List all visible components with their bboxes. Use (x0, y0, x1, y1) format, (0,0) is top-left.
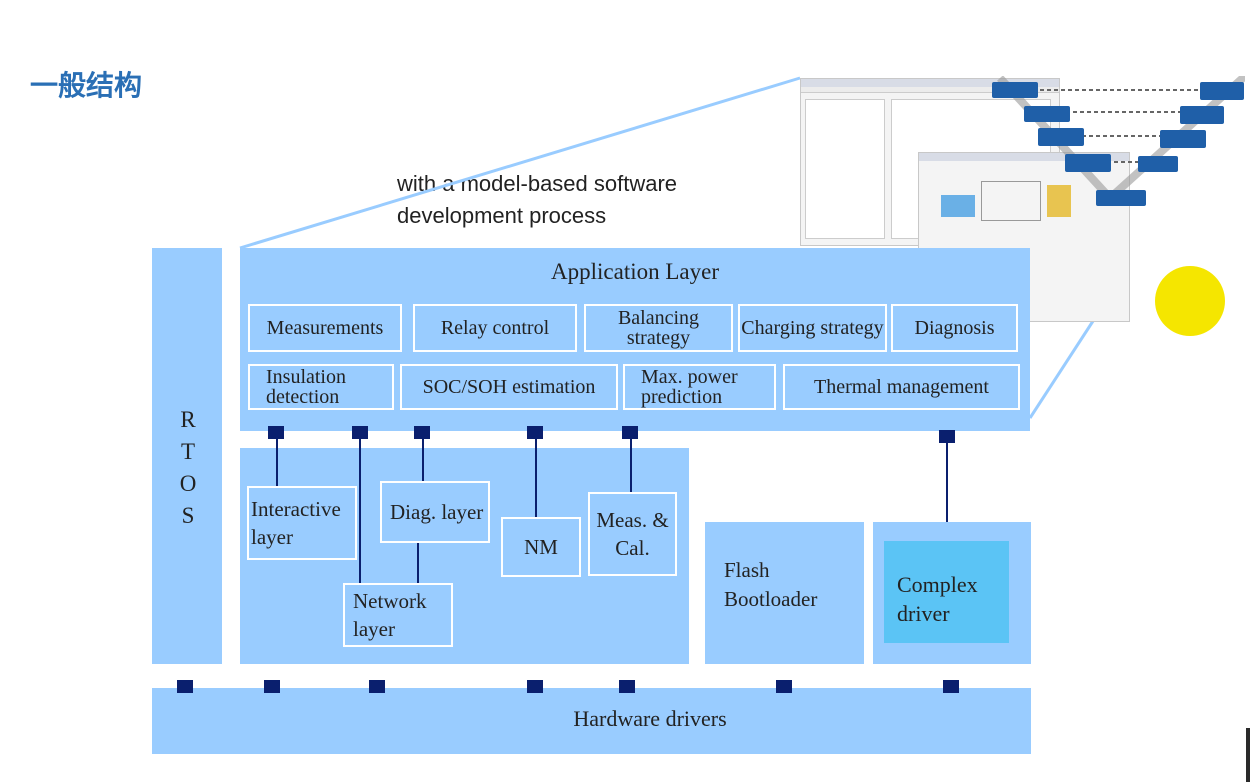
diag-layer: Diag. layer (380, 481, 490, 543)
app-relay-control: Relay control (413, 304, 577, 352)
rtos-block (152, 248, 222, 664)
hardware-drivers-block (152, 688, 1031, 754)
port-connector (527, 680, 543, 693)
cursor-highlight (1155, 266, 1225, 336)
v-step-source-code (1096, 190, 1146, 206)
caption-line-1: with a model-based software (397, 171, 678, 196)
connector-line (630, 438, 632, 492)
caption-line-2: development process (397, 203, 607, 228)
connector-line (276, 438, 278, 486)
hardware-drivers-label: Hardware drivers (573, 706, 727, 731)
port-connector (939, 430, 955, 443)
connector-line (359, 438, 361, 584)
v-step-acceptance (1200, 82, 1244, 100)
slide-title: 一般结构 (30, 69, 143, 102)
application-layer-title: Application Layer (551, 259, 719, 284)
connector-line (946, 442, 948, 522)
interactive-layer: Interactive layer (247, 486, 357, 560)
app-diagnosis: Diagnosis (891, 304, 1018, 352)
app-measurements: Measurements (248, 304, 402, 352)
process-caption: with a model-based software development … (397, 168, 677, 232)
port-connector (527, 426, 543, 439)
v-step-system-testing (1180, 106, 1224, 124)
flash-bootloader-block (705, 522, 864, 664)
port-connector (177, 680, 193, 693)
connector-line (422, 438, 424, 482)
v-step-unit-testing (1138, 156, 1178, 172)
network-layer: Network layer (343, 583, 453, 647)
app-max-power-prediction: Max. power prediction (623, 364, 776, 410)
port-connector (352, 426, 368, 439)
port-connector (622, 426, 638, 439)
port-connector (414, 426, 430, 439)
port-connector (268, 426, 284, 439)
meas-cal-module: Meas. & Cal. (588, 492, 677, 576)
app-charging-strategy: Charging strategy (738, 304, 887, 352)
v-step-requirements (992, 82, 1038, 98)
flash-bootloader-label: Flash Bootloader (724, 558, 818, 611)
app-soc-soh-estimation: SOC/SOH estimation (400, 364, 618, 410)
window-edge (1246, 728, 1250, 782)
connector-line (535, 438, 537, 518)
app-thermal-management: Thermal management (783, 364, 1020, 410)
complex-driver-label: Complex driver (897, 572, 978, 626)
port-connector (943, 680, 959, 693)
complex-driver-inner (884, 541, 1009, 643)
port-connector (264, 680, 280, 693)
nm-module: NM (501, 517, 581, 577)
port-connector (369, 680, 385, 693)
port-connector (776, 680, 792, 693)
v-step-component (1065, 154, 1111, 172)
v-step-analysis (1024, 106, 1070, 122)
v-step-integration (1160, 130, 1206, 148)
v-step-architecture (1038, 128, 1084, 146)
app-balancing-strategy: Balancing strategy (584, 304, 733, 352)
connector-line (417, 540, 419, 584)
port-connector (619, 680, 635, 693)
process-thumbnail (800, 76, 1245, 326)
app-insulation-detection: Insulation detection (248, 364, 394, 410)
